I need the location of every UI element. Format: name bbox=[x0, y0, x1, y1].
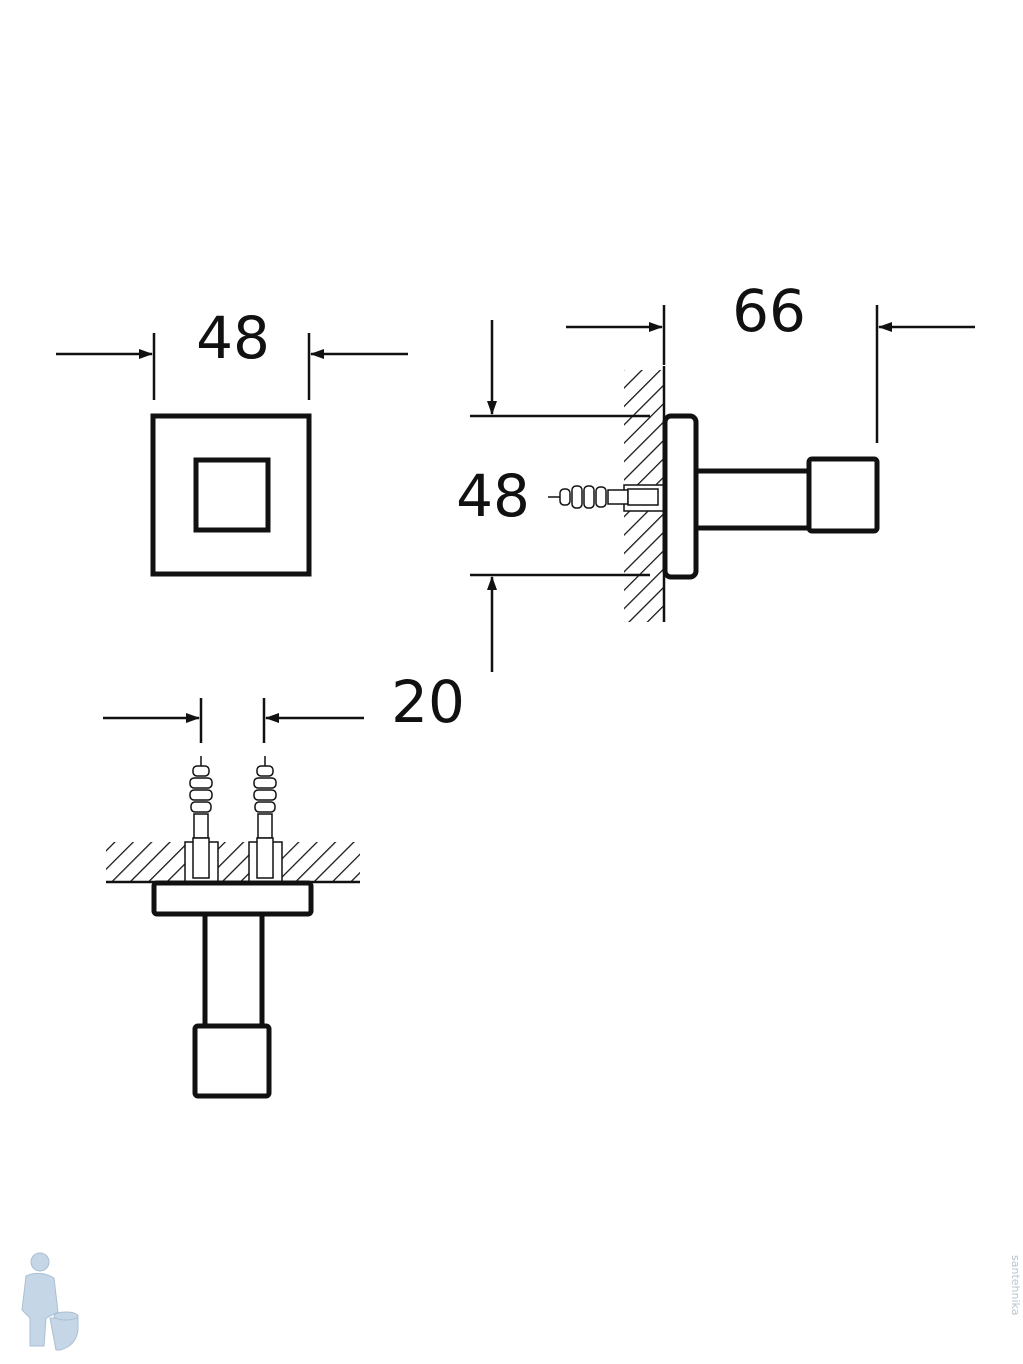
watermark-text: santehnika bbox=[1009, 1255, 1022, 1315]
front-plate-inner bbox=[193, 457, 271, 533]
side-projection-label: 66 bbox=[732, 277, 806, 345]
side-height-label: 48 bbox=[456, 462, 530, 530]
screw-spacing-label: 20 bbox=[391, 668, 465, 736]
front-width-label: 48 bbox=[196, 304, 270, 372]
watermark-logo bbox=[21, 1252, 79, 1351]
side-arm bbox=[693, 468, 812, 531]
top-end-cap bbox=[192, 1023, 272, 1099]
top-arm bbox=[202, 911, 265, 1029]
side-view: 66 48 bbox=[456, 277, 975, 672]
top-screw-right bbox=[253, 756, 277, 879]
front-view: 48 bbox=[56, 304, 408, 577]
side-end-cap bbox=[806, 456, 880, 534]
side-base-plate bbox=[662, 413, 699, 580]
top-base-plate bbox=[151, 880, 314, 917]
top-view: 20 bbox=[103, 668, 465, 1099]
top-wall-hatch bbox=[106, 842, 360, 882]
top-screw-left bbox=[189, 756, 213, 879]
side-screw bbox=[548, 485, 659, 509]
front-plate-outer bbox=[150, 413, 312, 577]
